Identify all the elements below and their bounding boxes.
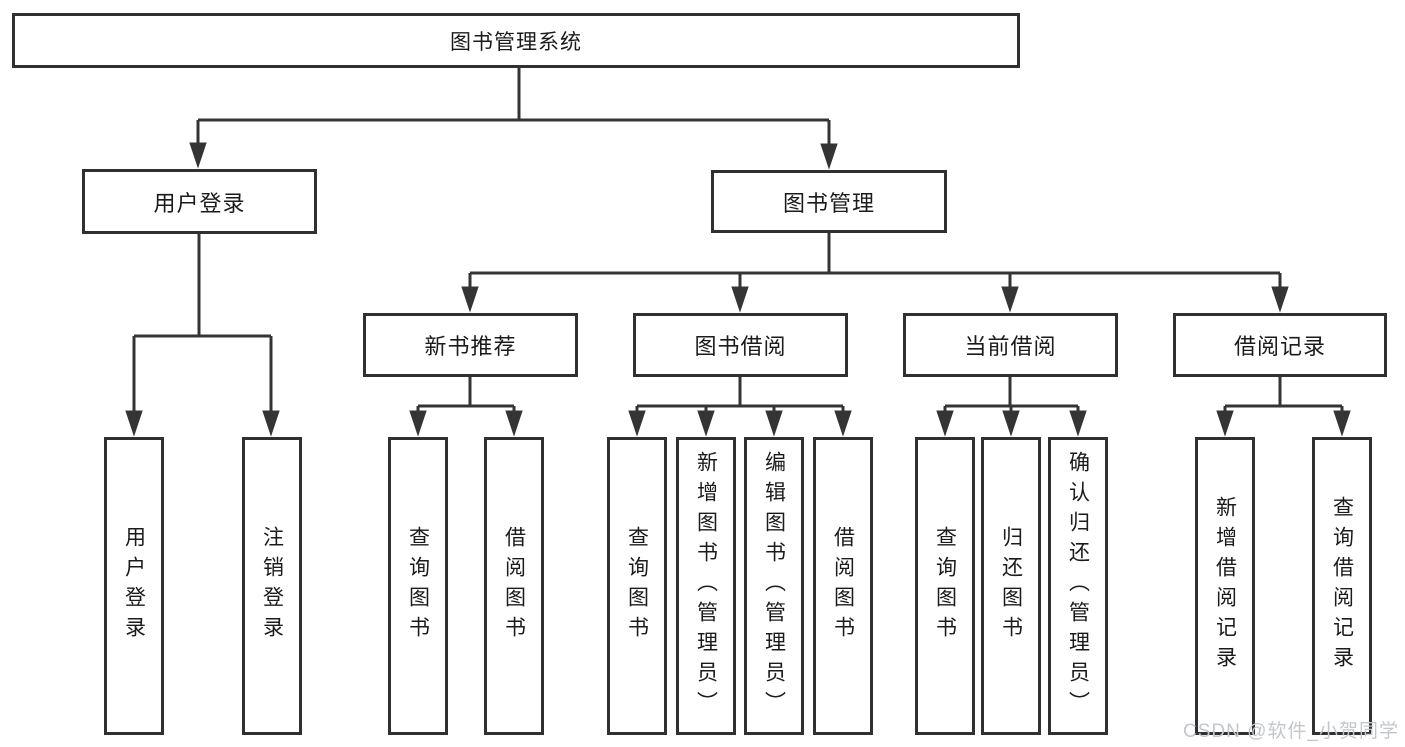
node-label: 查询图书 [625,526,649,646]
arrow-down-icon [834,410,852,437]
node-label: 图书管理 [782,190,875,216]
arrow-down-icon [765,410,783,437]
arrow-down-icon [936,410,954,437]
leaf-confirm-return-admin: 确认归还（管理员） [1048,437,1108,735]
leaf-edit-books-admin: 编辑图书（管理员） [744,437,804,735]
arrow-down-icon [1069,410,1087,437]
arrow-down-icon [461,286,479,313]
node-label: 确认归还（管理员） [1066,451,1090,721]
arrow-down-icon [1333,410,1351,437]
node-label: 用户登录 [122,526,146,646]
arrow-down-icon [1216,410,1234,437]
node-label: 新增图书（管理员） [694,451,718,721]
leaf-return-books: 归还图书 [981,437,1041,735]
node-root-library-system: 图书管理系统 [12,13,1020,68]
node-new-book-recommendation: 新书推荐 [363,313,578,377]
node-label: 查询图书 [933,526,957,646]
node-label: 借阅图书 [502,526,526,646]
arrow-down-icon [628,410,646,437]
node-label: 注销登录 [260,526,284,646]
node-current-borrowing: 当前借阅 [903,313,1118,377]
node-label: 借阅图书 [831,526,855,646]
arrow-down-icon [820,143,838,170]
node-label: 编辑图书（管理员） [762,451,786,721]
node-book-borrowing: 图书借阅 [633,313,848,377]
leaf-query-borrow-record: 查询借阅记录 [1312,437,1372,735]
node-user-login: 用户登录 [82,169,317,234]
node-label: 用户登录 [153,190,246,216]
node-label: 图书管理系统 [450,30,582,54]
leaf-borrow-books-2: 借阅图书 [813,437,873,735]
arrow-down-icon [1271,286,1289,313]
node-label: 图书借阅 [694,334,787,359]
leaf-add-borrow-record: 新增借阅记录 [1195,437,1255,735]
node-label: 查询借阅记录 [1330,496,1354,676]
arrow-down-icon [409,410,427,437]
node-label: 查询图书 [406,526,430,646]
node-book-management: 图书管理 [711,170,947,233]
csdn-watermark: CSDN @软件_小贺同学 [1183,721,1399,742]
node-label: 当前借阅 [964,334,1057,359]
arrow-down-icon [505,410,523,437]
node-label: 新增借阅记录 [1213,496,1237,676]
leaf-query-books-2: 查询图书 [607,437,667,735]
node-borrowing-records: 借阅记录 [1173,313,1387,377]
leaf-query-books-3: 查询图书 [915,437,975,735]
leaf-add-books-admin: 新增图书（管理员） [676,437,736,735]
arrow-down-icon [189,142,207,169]
node-label: 借阅记录 [1233,334,1326,359]
arrow-down-icon [125,410,143,437]
leaf-logout: 注销登录 [242,437,302,735]
arrow-down-icon [731,286,749,313]
arrow-down-icon [697,410,715,437]
arrow-down-icon [262,410,280,437]
node-label: 归还图书 [999,526,1023,646]
node-label: 新书推荐 [424,334,517,359]
arrow-down-icon [1002,410,1020,437]
leaf-borrow-books-1: 借阅图书 [484,437,544,735]
arrow-down-icon [1001,286,1019,313]
leaf-user-login: 用户登录 [104,437,164,735]
leaf-query-books-1: 查询图书 [388,437,448,735]
